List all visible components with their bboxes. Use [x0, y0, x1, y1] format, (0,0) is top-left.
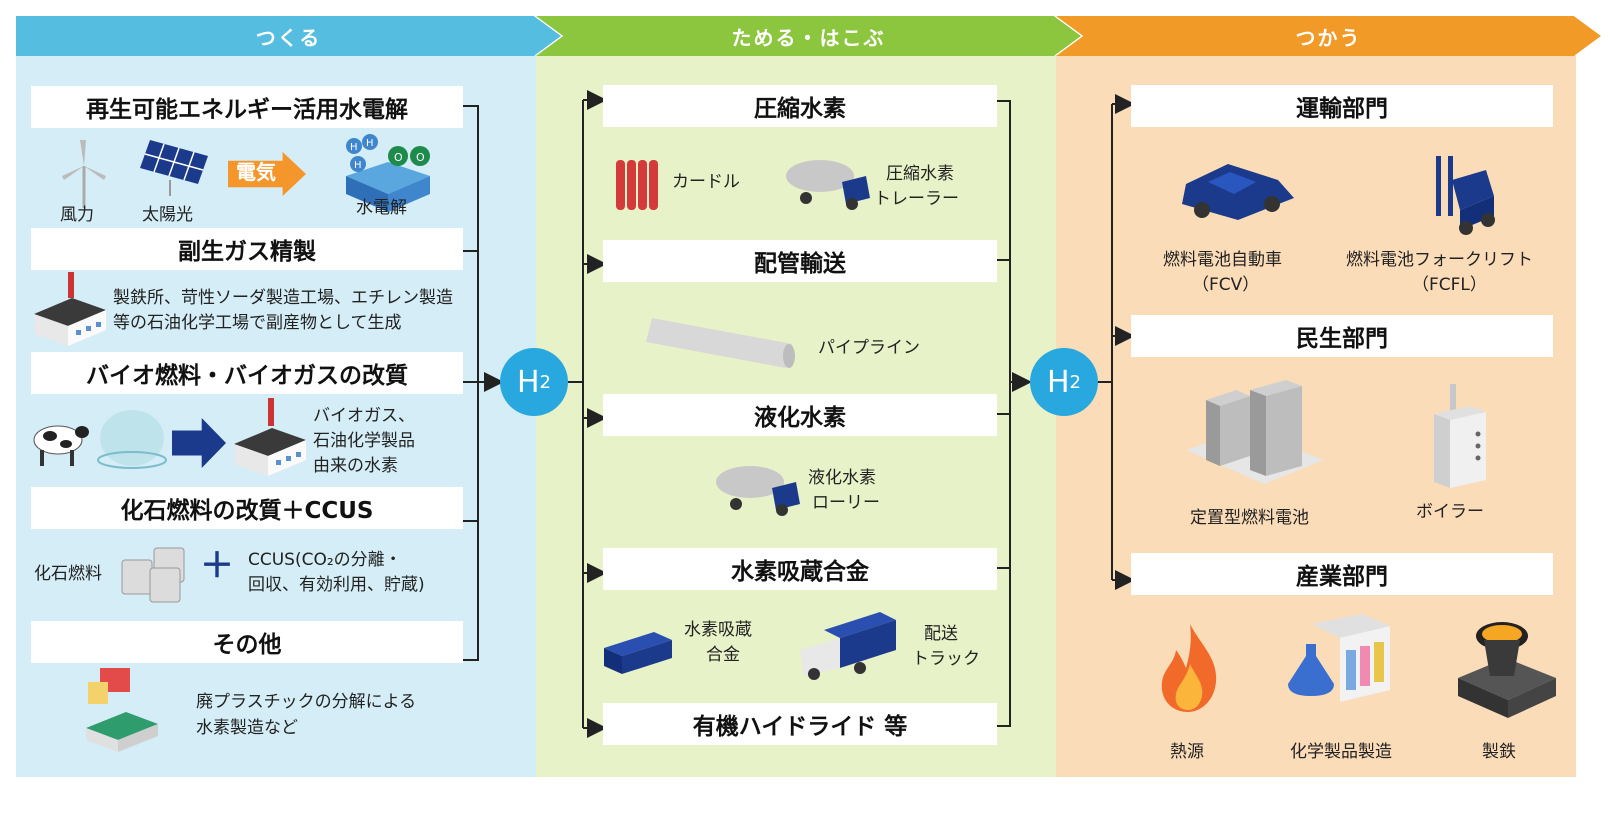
- hub-subscript: 2: [539, 371, 551, 393]
- bio-desc-line3: 由来の水素: [313, 456, 398, 476]
- fossil-ccus-title: 化石燃料の改質＋CCUS: [31, 487, 463, 529]
- bio-desc-line1: バイオガス、: [313, 406, 415, 426]
- steelmaking-label: 製鉄: [1482, 742, 1516, 762]
- fuel-cell-car-icon: [1182, 164, 1294, 220]
- industry-sector-title: 産業部門: [1131, 553, 1553, 595]
- fuel-drums-icon: [121, 547, 185, 603]
- other-desc-line1: 廃プラスチックの分解による: [196, 692, 417, 712]
- byproduct-desc-line2: 等の石油化学工場で副産物として生成: [113, 313, 402, 333]
- solar-panel-icon: [140, 140, 208, 196]
- pipeline-icon: [646, 318, 795, 368]
- fcv-label-line2: （FCV）: [1192, 275, 1260, 295]
- other-title: その他: [31, 621, 463, 663]
- stationary-fuel-cell-label: 定置型燃料電池: [1190, 508, 1309, 528]
- boiler-icon: [1434, 384, 1486, 488]
- curdle-cylinders-icon: [616, 160, 658, 210]
- electrolyzer-icon: H H H O O: [346, 134, 430, 212]
- electrolysis-title: 再生可能エネルギー活用水電解: [31, 86, 463, 128]
- byproduct-gas-title: 副生ガス精製: [31, 228, 463, 270]
- ccus-desc-line1: CCUS(CO₂の分離・: [248, 550, 402, 570]
- fossil-fuel-label: 化石燃料: [34, 564, 102, 584]
- delivery-truck-icon: [800, 612, 896, 680]
- pipeline-transport-title: 配管輸送: [603, 240, 997, 282]
- svg-text:H: H: [366, 138, 374, 149]
- fcfl-label-line2: （FCFL）: [1412, 275, 1487, 295]
- chemical-manufacturing-label: 化学製品製造: [1290, 742, 1392, 762]
- solar-label: 太陽光: [142, 205, 193, 225]
- steelmaking-icon: [1458, 622, 1556, 718]
- forklift-icon: [1436, 156, 1495, 235]
- organic-hydride-title: 有機ハイドライド 等: [603, 703, 997, 745]
- lorry-label-line1: 液化水素: [808, 468, 876, 488]
- header-produce: つくる: [16, 16, 561, 56]
- truck-label-line1: 配送: [924, 624, 958, 644]
- svg-text:H: H: [354, 160, 362, 171]
- electricity-label: 電気: [236, 160, 276, 184]
- hydrogen-alloy-title: 水素吸蔵合金: [603, 548, 997, 590]
- biofuel-title: バイオ燃料・バイオガスの改質: [31, 352, 463, 394]
- transport-sector-title: 運輸部門: [1131, 85, 1553, 127]
- garbage-truck-icon: [86, 668, 158, 752]
- boiler-label: ボイラー: [1416, 502, 1484, 522]
- flame-icon: [1161, 624, 1217, 712]
- svg-text:H: H: [350, 142, 358, 153]
- bio-desc-line2: 石油化学製品: [313, 431, 415, 451]
- factory-icon: [34, 272, 106, 346]
- hub-subscript: 2: [1069, 371, 1081, 393]
- chemical-plant-icon: [1288, 614, 1390, 702]
- wind-label: 風力: [60, 205, 94, 225]
- svg-text:O: O: [416, 151, 425, 164]
- fcfl-label-line1: 燃料電池フォークリフト: [1346, 250, 1533, 270]
- plus-icon: ＋: [200, 546, 234, 586]
- refinery-icon: [234, 398, 306, 476]
- trailer-label-line2: トレーラー: [874, 189, 959, 209]
- svg-text:O: O: [394, 151, 403, 164]
- header-store-transport: ためる・はこぶ: [536, 16, 1081, 56]
- trailer-label-line1: 圧縮水素: [886, 164, 954, 184]
- hub-symbol: H: [1046, 364, 1070, 400]
- residential-sector-title: 民生部門: [1131, 315, 1553, 357]
- truck-label-line2: トラック: [912, 649, 980, 669]
- tube-trailer-icon: [786, 160, 870, 210]
- compressed-hydrogen-title: 圧縮水素: [603, 85, 997, 127]
- alloy-label-line1: 水素吸蔵: [684, 620, 752, 640]
- electrolysis-label: 水電解: [356, 198, 407, 218]
- tank-lorry-icon: [716, 466, 800, 516]
- pipeline-label: パイプライン: [818, 338, 920, 358]
- alloy-label-line2: 合金: [706, 645, 740, 665]
- wind-turbine-icon: [62, 140, 106, 208]
- curdle-label: カードル: [672, 172, 740, 192]
- header-use: つかう: [1056, 16, 1601, 56]
- heat-source-label: 熱源: [1170, 742, 1204, 762]
- liquid-hydrogen-title: 液化水素: [603, 394, 997, 436]
- cow-icon: [33, 425, 89, 466]
- alloy-block-icon: [604, 632, 672, 674]
- other-desc-line2: 水素製造など: [196, 718, 298, 738]
- fcv-label-line1: 燃料電池自動車: [1163, 250, 1282, 270]
- biogas-tank-icon: [97, 410, 167, 469]
- hub-symbol: H: [516, 364, 540, 400]
- byproduct-desc-line1: 製鉄所、苛性ソーダ製造工場、エチレン製造: [113, 288, 453, 308]
- lorry-label-line2: ローリー: [812, 493, 880, 513]
- stationary-fuel-cell-icon: [1186, 380, 1324, 484]
- ccus-desc-line2: 回収、有効利用、貯蔵): [248, 575, 425, 595]
